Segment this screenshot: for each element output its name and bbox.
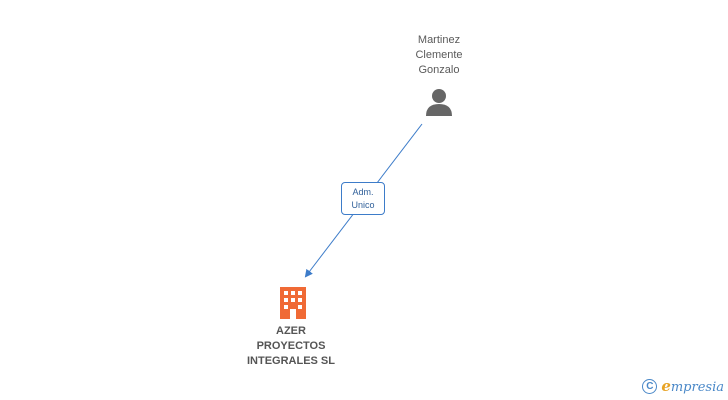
copyright-icon: C — [642, 378, 658, 394]
brand-logo-initial: e — [661, 377, 671, 395]
company-name-line: PROYECTOS — [256, 340, 326, 352]
person-name-line: Gonzalo — [418, 64, 460, 76]
company-name-line: INTEGRALES SL — [246, 355, 335, 367]
relation-label-line: Unico — [351, 200, 375, 210]
relation-label: Adm. Unico — [341, 182, 385, 215]
relation-label-line: Adm. — [352, 187, 374, 197]
company-name[interactable]: AZER PROYECTOS INTEGRALES SL — [221, 324, 361, 369]
brand-logo-text: mpresia — [670, 380, 724, 395]
person-name[interactable]: Martinez Clemente Gonzalo — [379, 33, 499, 78]
person-icon[interactable] — [426, 89, 452, 116]
brand-logo[interactable]: empresia — [661, 377, 724, 395]
person-name-line: Martinez — [417, 34, 461, 46]
footer-branding: C empresia — [642, 376, 724, 396]
person-name-line: Clemente — [415, 49, 463, 61]
building-icon[interactable] — [280, 287, 306, 319]
company-name-line: AZER — [276, 325, 306, 337]
